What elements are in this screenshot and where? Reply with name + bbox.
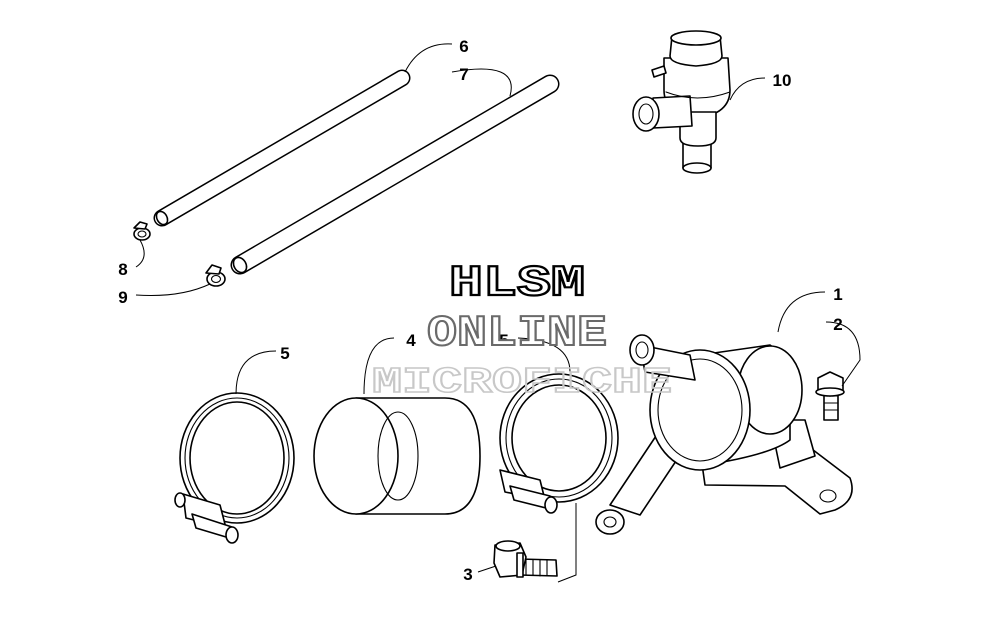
- bolt-part-2: [815, 371, 845, 421]
- bolt-part-3: [493, 540, 558, 578]
- watermark-line-2: ONLINE: [427, 309, 607, 359]
- hose-clamp-part-5-right: [499, 373, 619, 514]
- callout-1: 1: [833, 285, 842, 304]
- callout-9: 9: [118, 288, 127, 307]
- callout-8: 8: [118, 260, 127, 279]
- callout-6: 6: [459, 37, 468, 56]
- callout-10: 10: [773, 71, 792, 90]
- valve-part-10: [632, 30, 731, 174]
- watermark-line-3: MICROFICHE: [372, 362, 672, 403]
- hose-part-6: [153, 69, 411, 227]
- hose-part-7: [230, 74, 560, 275]
- callout-5-left: 5: [280, 344, 289, 363]
- hose-clamp-part-5-left: [174, 392, 295, 544]
- watermark: HLSM ONLINE MICROFICHE: [371, 258, 673, 404]
- housing-part-1: [595, 334, 853, 535]
- small-clamp-part-8: [133, 221, 151, 241]
- callout-4: 4: [406, 331, 416, 350]
- leader-lines: [135, 43, 861, 583]
- small-clamp-part-9: [205, 264, 226, 287]
- callout-numbers: 6 7 8 9 10 1 2 5 4 5 3: [118, 37, 842, 584]
- callout-3: 3: [463, 565, 472, 584]
- callout-5-right: 5: [499, 331, 508, 350]
- watermark-line-1: HLSM: [449, 259, 585, 309]
- callout-7: 7: [459, 65, 468, 84]
- callout-2: 2: [833, 315, 842, 334]
- coupler-part-4: [313, 397, 481, 515]
